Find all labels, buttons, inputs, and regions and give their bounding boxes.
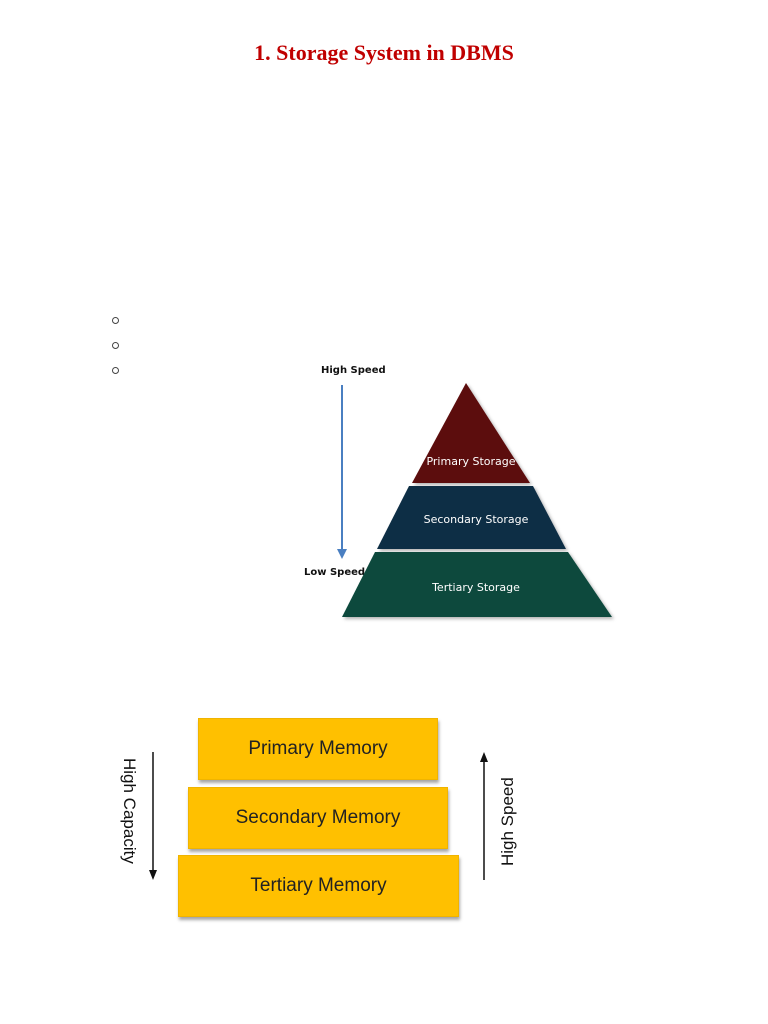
high-capacity-axis: High Capacity xyxy=(120,752,157,880)
bullet-list xyxy=(112,312,119,387)
secondary-storage-tier xyxy=(377,486,566,549)
circle-bullet-icon xyxy=(112,367,119,374)
high-capacity-label: High Capacity xyxy=(120,758,139,864)
tertiary-memory-block: Tertiary Memory xyxy=(178,855,459,917)
list-item xyxy=(112,362,119,387)
high-speed-label: High Speed xyxy=(498,777,517,866)
low-speed-label: Low Speed xyxy=(304,567,365,578)
tertiary-storage-label: Tertiary Storage xyxy=(431,581,520,594)
secondary-storage-label: Secondary Storage xyxy=(424,513,529,526)
memory-hierarchy-diagram: Primary Memory Secondary Memory Tertiary… xyxy=(110,710,550,940)
arrow-up-icon xyxy=(480,752,488,762)
arrow-down-icon xyxy=(337,549,347,559)
page-title: 1. Storage System in DBMS xyxy=(254,40,514,65)
high-speed-label: High Speed xyxy=(321,365,386,376)
secondary-memory-block: Secondary Memory xyxy=(188,787,448,849)
primary-storage-tier xyxy=(412,383,530,483)
circle-bullet-icon xyxy=(112,342,119,349)
high-speed-axis: High Speed xyxy=(480,752,517,880)
primary-storage-label: Primary Storage xyxy=(426,455,515,468)
arrow-down-icon xyxy=(149,870,157,880)
list-item xyxy=(112,337,119,362)
tertiary-storage-tier xyxy=(342,552,612,617)
storage-pyramid-diagram: High Speed Low Speed Primary Storage Sec… xyxy=(304,365,612,617)
list-item xyxy=(112,312,119,337)
primary-memory-block: Primary Memory xyxy=(198,718,438,780)
circle-bullet-icon xyxy=(112,317,119,324)
